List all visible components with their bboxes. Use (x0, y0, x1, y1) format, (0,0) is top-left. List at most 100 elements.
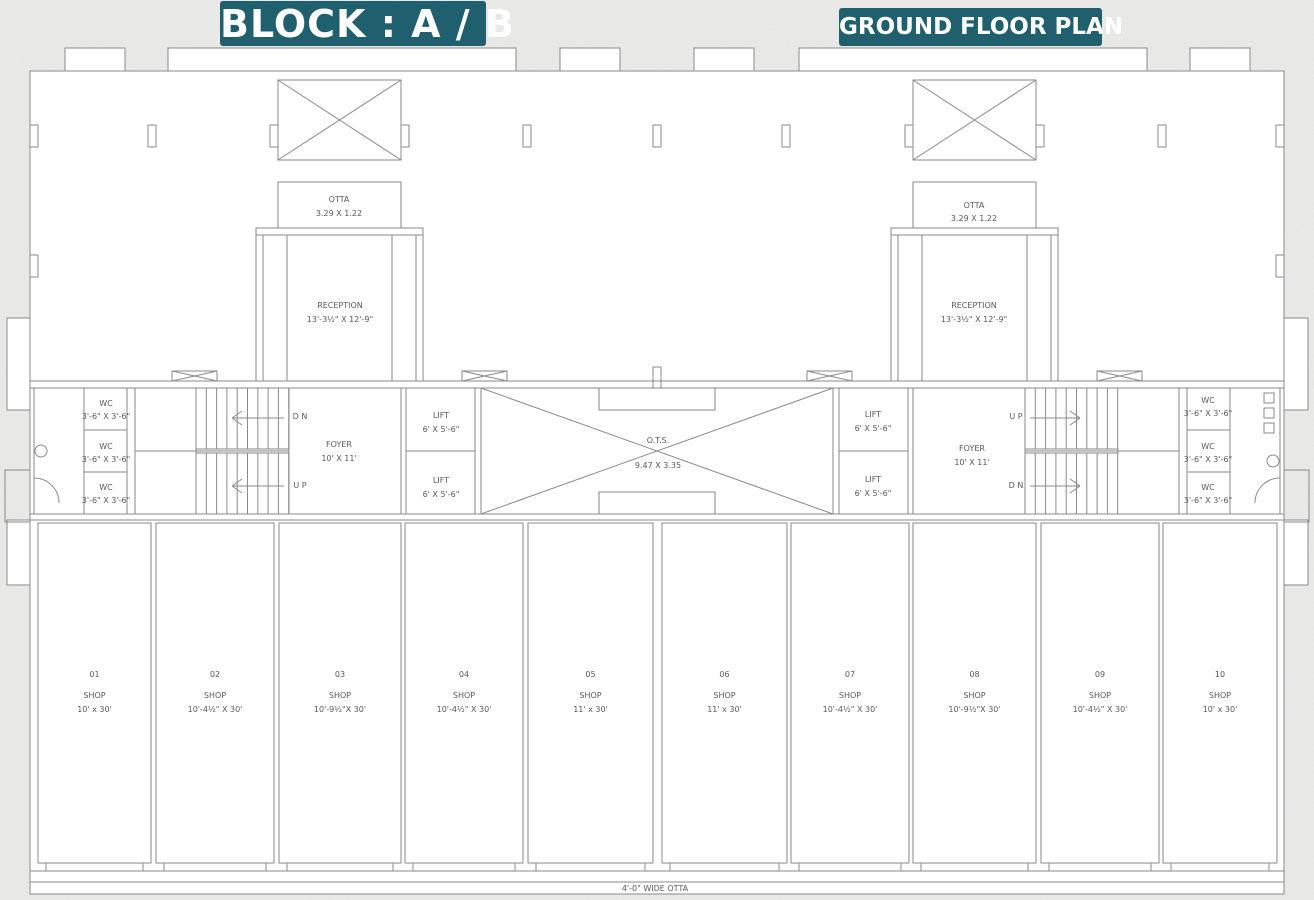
column (1157, 124, 1167, 148)
shop-size: 10'-9½"X 30' (314, 705, 366, 714)
shop-number: 05 (585, 670, 595, 679)
shop-label: SHOP (453, 691, 475, 700)
reception-left-label: RECEPTION (317, 301, 363, 310)
wc-right-1-size: 3'-6" X 3'-6" (1184, 409, 1232, 418)
shop-room (790, 522, 910, 864)
column (522, 124, 532, 148)
wc-left-3-label: WC (99, 483, 113, 492)
block-title-badge: BLOCK : A / B (220, 1, 515, 46)
reception-left-size: 13'-3½" X 12'-9" (307, 315, 373, 324)
wc-right-2-size: 3'-6" X 3'-6" (1184, 455, 1232, 464)
side-projection-right-lower (1283, 519, 1309, 586)
wc-left-2-label: WC (99, 442, 113, 451)
shop-size: 10' x 30' (77, 705, 112, 714)
parapet-projection (798, 47, 1148, 73)
parapet-projection (693, 47, 755, 73)
shop-number: 03 (335, 670, 345, 679)
column (29, 124, 39, 148)
wc-left-block (33, 387, 128, 515)
column (29, 254, 39, 278)
parapet-projection (559, 47, 621, 73)
shop-room (661, 522, 788, 864)
wc-left-1-label: WC (99, 399, 113, 408)
shop-shutter (45, 862, 144, 872)
side-projection-right (1283, 317, 1309, 411)
wash-basin (34, 444, 48, 458)
parapet-projection (64, 47, 126, 73)
shop-number: 08 (969, 670, 979, 679)
otta-right-label: OTTA (964, 201, 985, 210)
shop-room (527, 522, 654, 864)
shop-number: 04 (459, 670, 469, 679)
wc-right-2-label: WC (1201, 442, 1215, 451)
shop-number: 01 (89, 670, 99, 679)
shop-size: 10'-4½" X 30' (437, 705, 492, 714)
shop-shutter (535, 862, 646, 872)
lift-right-1-size: 6' X 5'-6" (855, 424, 892, 433)
shop-label: SHOP (713, 691, 735, 700)
shop-room (37, 522, 152, 864)
window (171, 370, 218, 382)
shop-label: SHOP (839, 691, 861, 700)
shop-shutter (669, 862, 780, 872)
shop-size: 10'-4½" X 30' (1073, 705, 1128, 714)
shop-size: 11' x 30' (707, 705, 742, 714)
foyer-right-size: 10' X 11' (954, 458, 989, 467)
column (269, 124, 279, 148)
shop-label: SHOP (329, 691, 351, 700)
ots-size: 9.47 X 3.35 (635, 461, 681, 470)
shop-room (404, 522, 524, 864)
shop-label: SHOP (1209, 691, 1231, 700)
stair-left-top-label: D N (293, 412, 308, 421)
shop-shutter (163, 862, 267, 872)
shop-shutter (920, 862, 1029, 872)
duct-box-right (912, 79, 1037, 161)
window (1096, 370, 1143, 382)
reception-right-size: 13'-3½" X 12'-9" (941, 315, 1007, 324)
shop-shutter (798, 862, 902, 872)
stair-left-bottom-label: U P (293, 481, 306, 490)
column (147, 124, 157, 148)
column (904, 124, 914, 148)
plan-title-badge: GROUND FLOOR PLAN (839, 8, 1123, 46)
shop-number: 07 (845, 670, 855, 679)
shop-number: 06 (719, 670, 729, 679)
parapet-projection (1189, 47, 1251, 73)
otta-left-label: OTTA (329, 195, 350, 204)
column (1275, 254, 1285, 278)
reception-left-frame (255, 227, 424, 382)
shop-size: 10'-4½" X 30' (823, 705, 878, 714)
shop-label: SHOP (204, 691, 226, 700)
column (1275, 124, 1285, 148)
shop-label: SHOP (579, 691, 601, 700)
shop-room (155, 522, 275, 864)
foyer-left (288, 387, 402, 515)
foyer-left-label: FOYER (326, 440, 352, 449)
wc-left-3-size: 3'-6" X 3'-6" (82, 496, 130, 505)
stair-right-bottom-label: D N (1009, 481, 1024, 490)
shop-room (912, 522, 1037, 864)
column (652, 124, 662, 148)
shop-number: 09 (1095, 670, 1105, 679)
shop-size: 10'-9½"X 30' (948, 705, 1000, 714)
entry-steps-left (4, 469, 31, 523)
wc-right-3-size: 3'-6" X 3'-6" (1184, 496, 1232, 505)
shop-number: 10 (1215, 670, 1225, 679)
shop-size: 10' x 30' (1203, 705, 1238, 714)
wc-right-3-label: WC (1201, 483, 1215, 492)
column (400, 124, 410, 148)
shop-size: 11' x 30' (573, 705, 608, 714)
duct-box-left (277, 79, 402, 161)
lift-left-1-label: LIFT (433, 411, 449, 420)
wc-left-2-size: 3'-6" X 3'-6" (82, 455, 130, 464)
shop-room (1040, 522, 1160, 864)
foyer-right-label: FOYER (959, 444, 985, 453)
lift-left-1-size: 6' X 5'-6" (423, 425, 460, 434)
wc-right-1-label: WC (1201, 396, 1215, 405)
